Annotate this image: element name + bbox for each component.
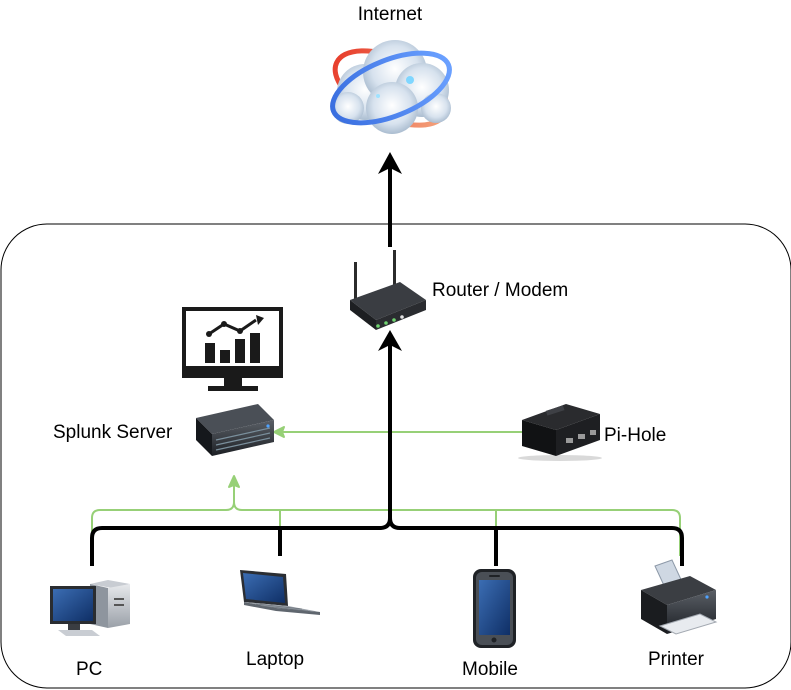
analytics-monitor-icon	[182, 307, 283, 391]
log-links	[91, 426, 681, 556]
pihole-label: Pi-Hole	[604, 425, 666, 446]
smartphone-icon	[473, 569, 516, 648]
router-label: Router / Modem	[432, 280, 568, 301]
pihole-to-splunk-arrowhead	[273, 426, 285, 438]
pc-label: PC	[76, 659, 102, 680]
devices-to-splunk-arrowhead	[228, 475, 240, 488]
network-links	[90, 168, 684, 566]
desktop-computer-icon	[50, 580, 130, 636]
rack-server-icon	[196, 404, 274, 456]
mobile-label: Mobile	[462, 659, 518, 680]
cloud-globe-icon	[330, 40, 452, 134]
laptop-icon	[240, 570, 320, 615]
wifi-router-icon	[350, 250, 426, 330]
printer-label: Printer	[648, 649, 705, 670]
internet-arrowhead	[378, 152, 402, 174]
home-network-boundary	[0, 223, 791, 689]
devices-to-splunk-link	[91, 486, 681, 556]
router-uplink-arrowhead	[378, 330, 402, 351]
printer-icon	[641, 559, 718, 635]
laptop-label: Laptop	[246, 649, 304, 670]
splunk-label: Splunk Server	[53, 422, 173, 443]
raspberry-pi-icon	[518, 404, 602, 461]
devices-to-router-link	[90, 345, 684, 566]
internet-label: Internet	[358, 4, 423, 25]
